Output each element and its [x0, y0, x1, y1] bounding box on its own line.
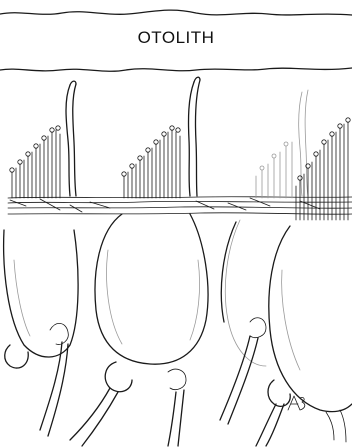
- otolith-label: OTOLITH: [0, 28, 352, 48]
- hair-cell-4: [256, 118, 352, 446]
- hair-cell-3: [220, 90, 308, 424]
- hair-cell-1: [4, 81, 78, 436]
- hair-cell-2: [70, 77, 208, 446]
